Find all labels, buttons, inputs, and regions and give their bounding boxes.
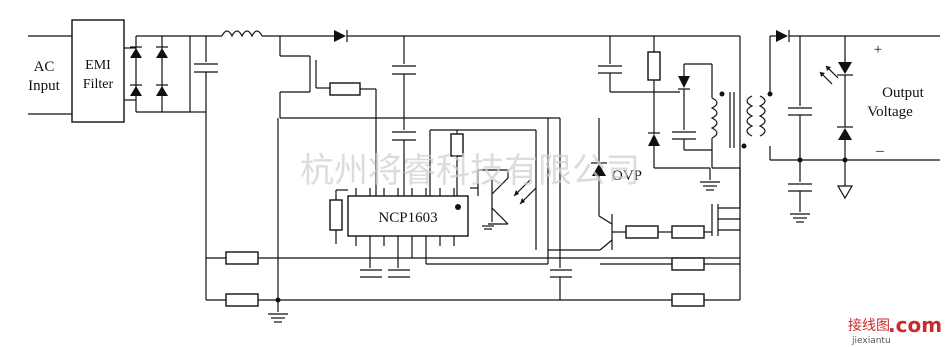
output-label: Output: [882, 85, 925, 101]
opto-led: [838, 62, 852, 74]
input-label: Input: [28, 78, 60, 94]
pfc-mosfet: [279, 36, 330, 118]
pfc-inductor: [221, 30, 263, 38]
ncp1603-ic: [347, 188, 469, 246]
optocoupler: [470, 169, 537, 225]
flyback-transformer: [710, 64, 773, 168]
ac-input-wires: [28, 35, 72, 115]
output-minus-label: –: [875, 143, 884, 159]
sense-resistor-1: [225, 251, 259, 265]
site-watermark-url: jiexiantu: [851, 336, 891, 346]
output-rectifier-diode: [776, 30, 788, 42]
switch-transistor: [548, 214, 613, 251]
emi-filter-block: [71, 19, 125, 123]
sense-resistor-2: [225, 293, 259, 307]
voltage-label: Voltage: [867, 104, 913, 120]
shunt-regulator: [838, 128, 852, 140]
filter-label: Filter: [83, 77, 114, 92]
timing-resistor: [329, 199, 343, 231]
clamp-resistor: [647, 51, 661, 81]
company-watermark: 杭州将睿科技有限公司: [300, 151, 640, 191]
bias-resistor: [671, 257, 705, 271]
emi-label: EMI: [85, 58, 111, 73]
current-sense-resistor: [671, 293, 705, 307]
boost-diode: [334, 30, 346, 42]
ac-label: AC: [34, 59, 55, 75]
base-resistor: [625, 225, 659, 239]
site-watermark-name: 接线图: [848, 317, 890, 334]
bridge-rectifier: [130, 35, 191, 113]
ic-label: NCP1603: [378, 210, 437, 226]
ovp-label: OVP: [612, 168, 642, 184]
output-plus-label: +: [874, 42, 882, 58]
site-watermark-tld: .com: [888, 313, 942, 337]
gate-resistor: [329, 82, 361, 96]
ovp-zener: [592, 164, 606, 176]
gate-drive-resistor: [671, 225, 705, 239]
flyback-mosfet: [711, 168, 741, 236]
